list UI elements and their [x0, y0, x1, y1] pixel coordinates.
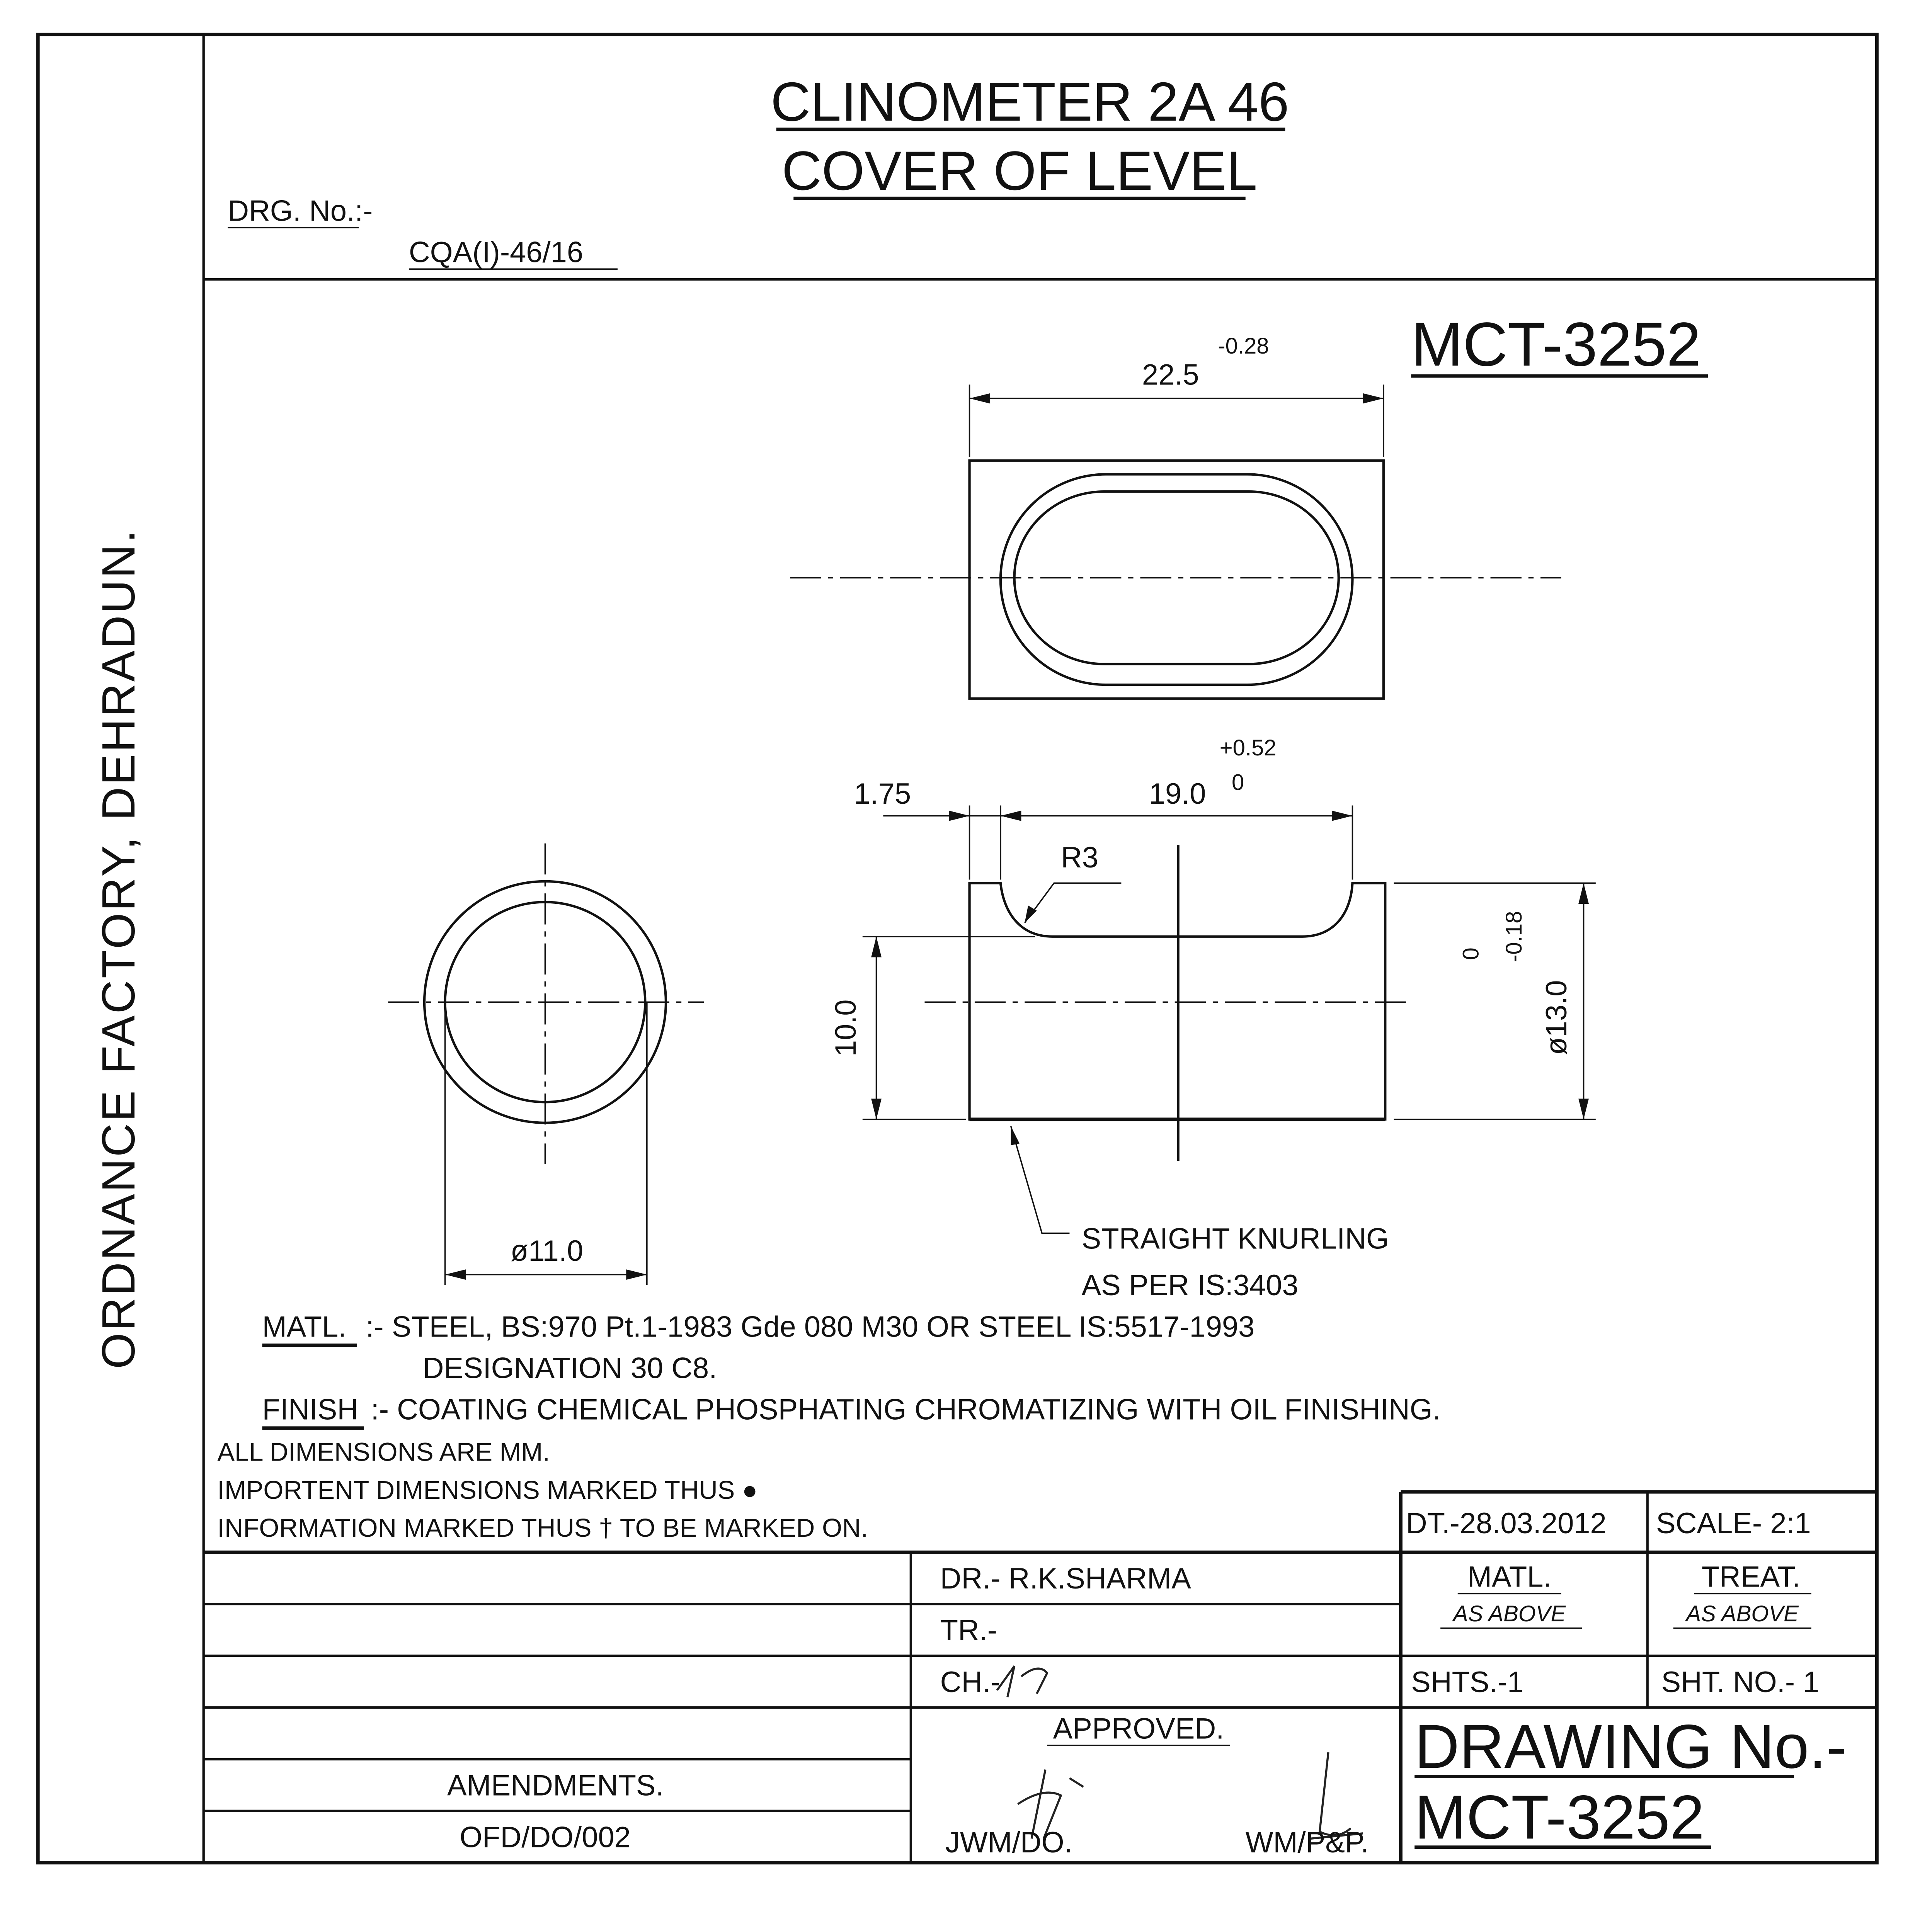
part-number: MCT-3252 — [1411, 310, 1701, 379]
drg-no-label: DRG. No.:- — [228, 194, 373, 227]
scale: SCALE- 2:1 — [1656, 1507, 1811, 1540]
treat-label: TREAT. — [1702, 1561, 1801, 1594]
matl-text: :- STEEL, BS:970 Pt.1-1983 Gde 080 M30 O… — [366, 1310, 1254, 1343]
height-dimension: 10.0 — [829, 999, 862, 1056]
traced-by: TR.- — [940, 1614, 997, 1647]
notes: MATL. :- STEEL, BS:970 Pt.1-1983 Gde 080… — [217, 1310, 1440, 1543]
sheets: SHTS.-1 — [1411, 1666, 1523, 1699]
side-view: 1.75 19.0 +0.52 0 R3 10.0 ø13.0 0 -0.18 … — [829, 735, 1596, 1302]
organization-label: ORDNANCE FACTORY, DEHRADUN. — [92, 528, 145, 1369]
knurl-note-line1: STRAIGHT KNURLING — [1082, 1223, 1389, 1255]
matl-label: MATL. — [262, 1310, 346, 1343]
amendments-label: AMENDMENTS. — [447, 1769, 664, 1802]
drawing-no-label: DRAWING No.- — [1414, 1712, 1847, 1781]
title-block: DT.-28.03.2012 SCALE- 2:1 DR.- R.K.SHARM… — [203, 1490, 1877, 1863]
sheet-number: SHT. NO.- 1 — [1661, 1666, 1819, 1699]
knurl-note-line2: AS PER IS:3403 — [1082, 1269, 1299, 1302]
outer-diameter-tolerance-lower: -0.18 — [1501, 911, 1527, 962]
approver1-signature — [1017, 1769, 1084, 1839]
matl-block-value: AS ABOVE — [1452, 1601, 1566, 1626]
drawing-no-value: MCT-3252 — [1414, 1783, 1704, 1852]
wall-dimension: 1.75 — [854, 777, 911, 810]
finish-text: :- COATING CHEMICAL PHOSPHATING CHROMATI… — [371, 1393, 1441, 1426]
length-tolerance: -0.28 — [1218, 333, 1269, 359]
length-dimension: 22.5 — [1142, 358, 1199, 391]
drawing-title-line2: COVER OF LEVEL — [782, 140, 1257, 202]
approver1: JWM/DO. — [945, 1826, 1072, 1859]
date: DT.-28.03.2012 — [1406, 1507, 1607, 1540]
outer-diameter-tolerance-upper: 0 — [1458, 947, 1483, 960]
drawn-by: DR.- R.K.SHARMA — [940, 1562, 1191, 1595]
slot-tolerance-upper: +0.52 — [1220, 735, 1277, 760]
general-note: INFORMATION MARKED THUS † TO BE MARKED O… — [217, 1514, 868, 1543]
drg-no-value: CQA(I)-46/16 — [409, 236, 583, 269]
drawing-title-line1: CLINOMETER 2A 46 — [771, 71, 1289, 133]
approver2-signature — [1311, 1752, 1363, 1840]
top-view: 22.5 -0.28 — [790, 333, 1561, 700]
general-note: ALL DIMENSIONS ARE MM. — [217, 1438, 550, 1467]
slot-tolerance-lower: 0 — [1232, 770, 1244, 795]
end-diameter-dimension: ø11.0 — [511, 1235, 583, 1267]
general-note: IMPORTENT DIMENSIONS MARKED THUS ● — [217, 1476, 757, 1505]
checker-signature — [996, 1665, 1049, 1697]
outer-diameter-dimension: ø13.0 — [1540, 980, 1573, 1055]
drawing-border — [36, 32, 1879, 1865]
slot-dimension: 19.0 — [1149, 777, 1206, 810]
checked-by: CH.- — [940, 1666, 1001, 1699]
radius-label: R3 — [1061, 841, 1098, 874]
form-number: OFD/DO/002 — [460, 1821, 631, 1854]
approver2: WM/P&P. — [1246, 1826, 1369, 1859]
finish-label: FINISH — [262, 1393, 358, 1426]
matl-text-2: DESIGNATION 30 C8. — [423, 1352, 717, 1384]
matl-block-label: MATL. — [1467, 1561, 1552, 1594]
approved-label: APPROVED. — [1053, 1712, 1224, 1745]
end-view: ø11.0 — [388, 843, 704, 1285]
title-block-header: CLINOMETER 2A 46 COVER OF LEVEL DRG. No.… — [228, 71, 1289, 270]
treat-value: AS ABOVE — [1685, 1601, 1799, 1626]
